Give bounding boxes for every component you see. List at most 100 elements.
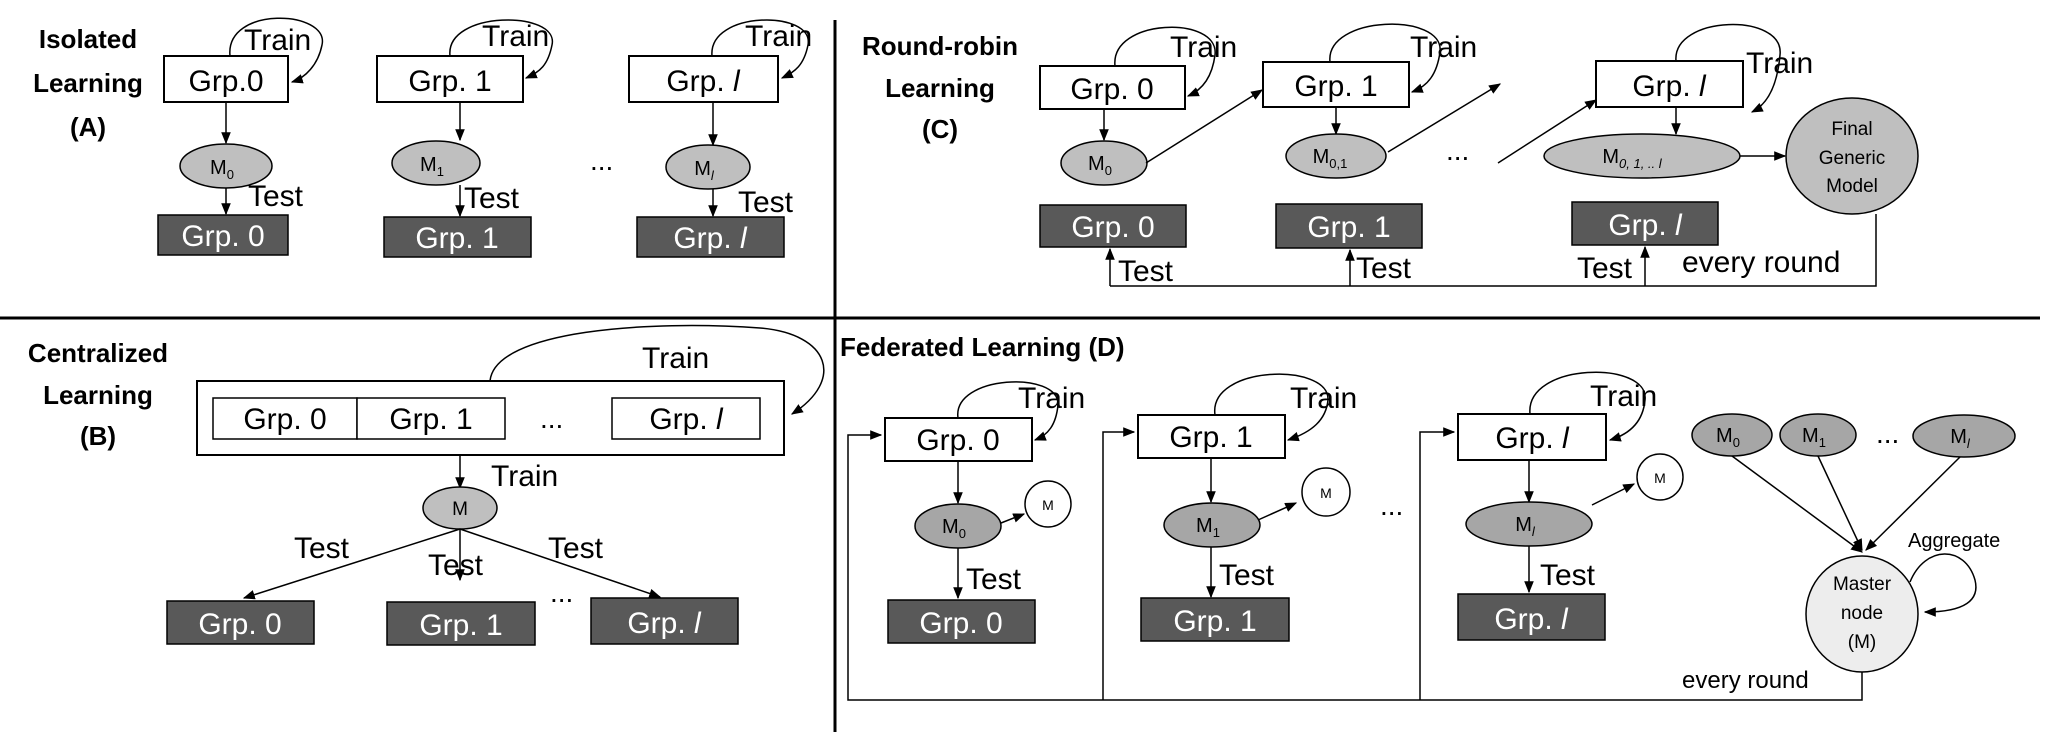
fl-model-label-1: M1: [1196, 515, 1220, 540]
central-grp1-label: Grp. 1: [389, 403, 472, 436]
central-grpl-box: [611, 397, 761, 440]
model-ellipse-al: [665, 144, 751, 190]
central-test-ellipsis: ...: [550, 577, 573, 608]
central-arrow-testl: [459, 528, 662, 599]
central-train-label-top: Train: [642, 342, 709, 375]
central-test-label-1: Test: [428, 549, 484, 582]
central-grp0-label: Grp. 0: [243, 403, 326, 436]
fl-test-box-grp0: [887, 599, 1036, 644]
fl-arrow-local1-to-master: [1817, 455, 1863, 552]
rr-model-label-0: M0: [1088, 153, 1112, 178]
fl-train-label-l: Train: [1590, 380, 1657, 413]
fl-model-ellipse-1: [1163, 502, 1261, 548]
test-label-a1: Test: [464, 182, 520, 215]
central-grpl-label: Grp. l: [649, 403, 724, 436]
rr-test-label-1: Test: [1356, 252, 1412, 285]
rr-test-label-l: Test: [1577, 252, 1633, 285]
fl-test-label-1: Test: [1219, 559, 1275, 592]
rr-train-label-1: Train: [1410, 31, 1477, 64]
fl-arrow-0-to-m: [1000, 513, 1026, 524]
model-ellipse-a1: [391, 140, 481, 186]
model-label-al: Ml: [694, 158, 715, 183]
rr-test-box-grp0-label: Grp. 0: [1071, 211, 1154, 244]
central-grp1-box: [356, 397, 506, 440]
central-arrow-test0: [242, 528, 461, 600]
test-box-grp1: [383, 216, 532, 258]
fl-global-model-0-label: M: [1042, 497, 1054, 513]
central-test-grp0-label: Grp. 0: [198, 608, 281, 641]
rr-test-label-0: Test: [1118, 255, 1174, 288]
central-test-grp0: [166, 600, 315, 645]
rr-model-label-01: M0,1: [1313, 146, 1348, 171]
train-box-grp0-label: Grp.0: [188, 65, 263, 98]
panel-c-title-line3: (C): [922, 114, 958, 144]
fl-global-model-1: [1301, 467, 1351, 517]
central-test-grpl-label: Grp. l: [627, 607, 702, 640]
test-box-grpl-label: Grp. l: [673, 222, 748, 255]
fl-master-line1: Master: [1833, 574, 1892, 595]
fl-ellipsis-cols: ...: [1380, 490, 1403, 521]
panel-b-title-line2: Learning: [43, 380, 153, 410]
rr-train-box-grp0: [1039, 65, 1186, 110]
fl-arrow-locall-to-master: [1865, 456, 1961, 551]
fl-global-model-l: [1636, 453, 1684, 501]
rr-every-round: every round: [1682, 246, 1840, 279]
fl-local-model-l-label: Ml: [1950, 426, 1971, 451]
central-grp0-box: [212, 397, 358, 440]
train-label-a0: Train: [244, 24, 311, 57]
rr-train-label-l: Train: [1746, 47, 1813, 80]
rr-test-box-grp1-label: Grp. 1: [1307, 211, 1390, 244]
rr-model-ellipse-01: [1285, 133, 1387, 179]
rr-train-box-grp1-label: Grp. 1: [1294, 70, 1377, 103]
rr-train-box-grpl-label: Grp. l: [1632, 70, 1707, 103]
test-box-grp1-label: Grp. 1: [415, 222, 498, 255]
train-box-grp0: [163, 55, 289, 103]
fl-test-box-grp1-label: Grp. 1: [1173, 605, 1256, 638]
train-loop-a0: [229, 17, 323, 84]
fl-arrow-1-to-m: [1257, 502, 1298, 521]
rr-train-loop-l: [1675, 23, 1781, 113]
train-loop-a1: [449, 19, 553, 79]
fl-train-box-grp1: [1137, 414, 1286, 459]
fl-local-model-0-label: M0: [1716, 425, 1740, 450]
fl-train-box-grpl: [1457, 413, 1607, 461]
fl-model-label-0: M0: [942, 516, 966, 541]
test-box-grp0: [157, 214, 289, 256]
fl-feedback-to-grpl: [1419, 427, 1456, 700]
train-box-grp1-label: Grp. 1: [408, 65, 491, 98]
panel-a-title-line3: (A): [70, 112, 106, 142]
fl-test-box-grp0-label: Grp. 0: [919, 607, 1002, 640]
model-label-a0: M0: [210, 157, 234, 182]
panel-b-title-line3: (B): [80, 421, 116, 451]
train-loop-al: [711, 19, 809, 79]
rr-train-box-grp0-label: Grp. 0: [1070, 73, 1153, 106]
panel-round-robin-learning: Round-robin Learning (C) Grp. 0 Train M0…: [862, 23, 1919, 288]
rr-model-label-01l: M0, 1, .. l: [1602, 146, 1662, 171]
rr-train-loop-1: [1329, 23, 1441, 93]
panel-federated-learning: Federated Learning (D) Grp. 0 Train M0 M…: [840, 332, 2016, 701]
fl-train-box-grpl-label: Grp. l: [1495, 422, 1570, 455]
rr-ellipsis: ...: [1446, 135, 1469, 166]
fl-aggregate-loop: [1909, 553, 1977, 617]
central-model-label: M: [452, 499, 468, 520]
rr-test-box-grp1: [1275, 203, 1423, 249]
panel-a-title-line1: Isolated: [39, 24, 137, 54]
train-label-al: Train: [745, 20, 812, 53]
central-ellipsis: ...: [540, 403, 563, 434]
rr-test-box-grpl-label: Grp. l: [1608, 209, 1683, 242]
test-label-a0: Test: [248, 180, 304, 213]
central-test-label-l: Test: [548, 532, 604, 565]
test-label-al: Test: [738, 186, 794, 219]
fl-train-box-grp1-label: Grp. 1: [1169, 421, 1252, 454]
central-test-grp1: [386, 601, 536, 646]
fl-global-model-1-label: M: [1320, 485, 1332, 501]
fl-arrow-local0-to-master: [1731, 455, 1863, 553]
fl-feedback-line: [847, 430, 1863, 701]
fl-test-box-grpl: [1457, 593, 1606, 641]
final-model-line1: Final: [1831, 119, 1872, 140]
panel-c-title-line2: Learning: [885, 73, 995, 103]
model-label-a1: M1: [420, 154, 444, 179]
rr-arrow-0-to-1: [1145, 89, 1264, 164]
